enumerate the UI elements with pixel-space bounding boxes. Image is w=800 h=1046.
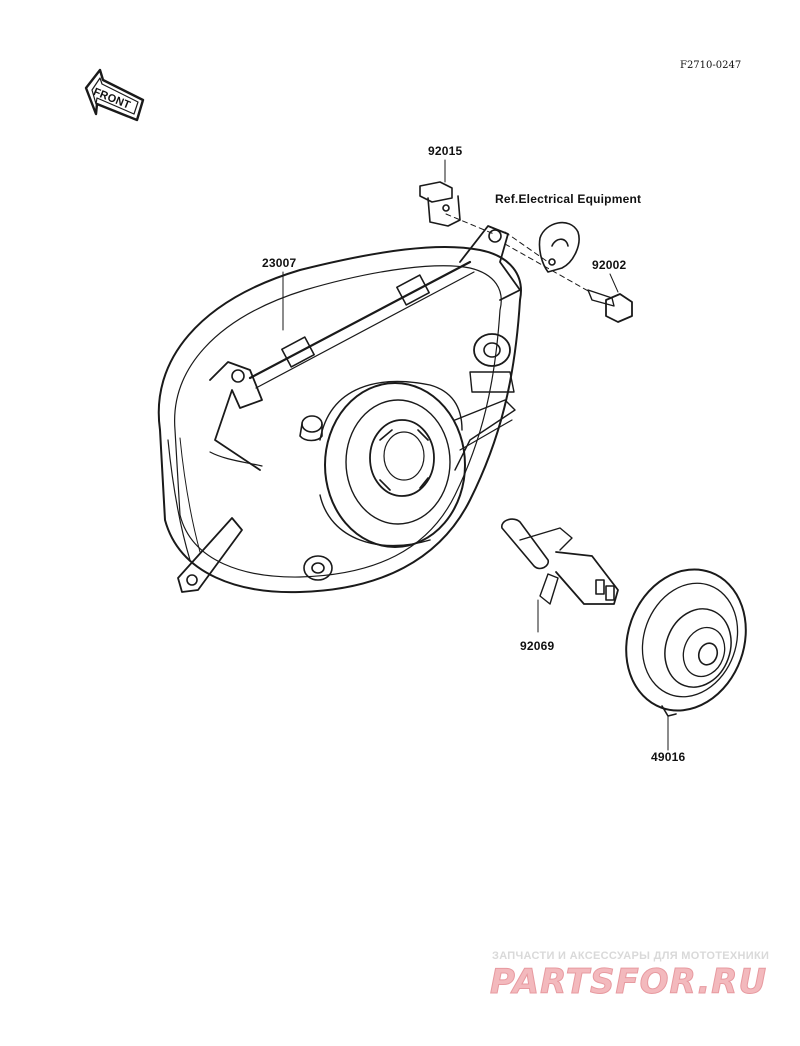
reference-note: Ref.Electrical Equipment	[495, 192, 642, 206]
nut-clip-part	[419, 181, 461, 227]
part-number-bolt: 92002	[592, 258, 627, 272]
headlight-housing	[157, 225, 522, 594]
bolt-part	[587, 289, 633, 323]
wire-clamp-part	[538, 221, 580, 273]
part-number-dust-cover: 49016	[651, 750, 686, 764]
dust-cover-part	[625, 568, 747, 717]
leader-lines	[445, 213, 591, 293]
bulb-part	[501, 518, 619, 605]
watermark-logo: PARTSFOR.RU	[489, 962, 768, 1003]
front-arrow-icon	[84, 68, 145, 122]
label-leaders	[282, 159, 669, 751]
part-number-headlight: 23007	[262, 256, 297, 270]
part-number-bulb: 92069	[520, 639, 555, 653]
figure-code: F2710-0247	[680, 60, 742, 71]
part-number-nut-clip: 92015	[428, 144, 463, 158]
watermark-tagline: ЗАПЧАСТИ И АКСЕССУАРЫ ДЛЯ МОТОТЕХНИКИ	[492, 950, 770, 962]
